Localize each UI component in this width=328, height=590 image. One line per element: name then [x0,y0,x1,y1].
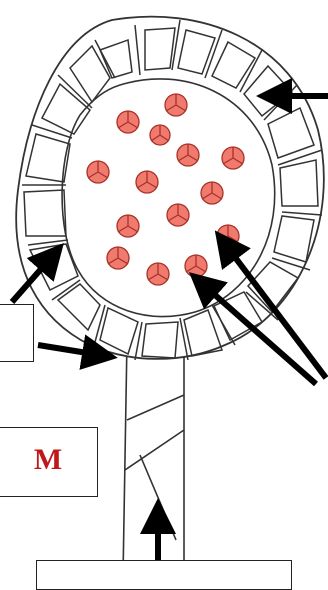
spore [165,94,187,116]
spore [201,182,223,204]
spore [177,144,199,166]
label-box-bottom [36,560,292,590]
spore [222,147,244,169]
spore [117,111,139,133]
spore [150,125,170,145]
spore [136,171,158,193]
spore [87,161,109,183]
label-box-left [0,304,34,362]
stalk [123,340,184,577]
spore [117,215,139,237]
spore [107,247,129,269]
spore [185,255,207,277]
label-m-text: M [0,445,97,475]
label-box-m: M [0,427,98,497]
spore [147,263,169,285]
spore [167,204,189,226]
capsule-lumen [62,79,275,317]
